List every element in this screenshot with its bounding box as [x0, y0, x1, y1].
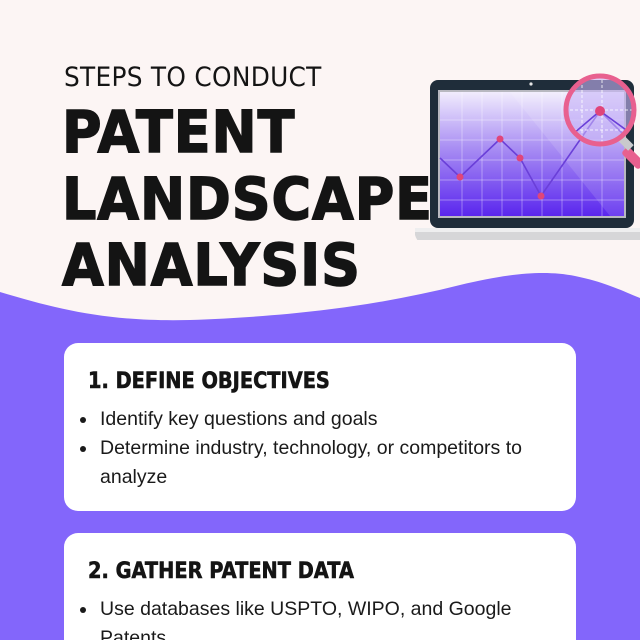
title-line-2: LANDSCAPE — [61, 165, 433, 233]
step-card-1: 1. DEFINE OBJECTIVES Identify key questi… — [64, 343, 576, 511]
bullet-dot-icon — [80, 417, 86, 423]
step-title: 1. DEFINE OBJECTIVES — [88, 369, 330, 395]
laptop-chart-illustration — [415, 73, 640, 240]
bullet-item: Use databases like USPTO, WIPO, and Goog… — [78, 595, 548, 640]
step-bullet-list: Identify key questions and goals Determi… — [78, 405, 548, 492]
step-bullet-list: Use databases like USPTO, WIPO, and Goog… — [78, 595, 548, 640]
title-line-1: PATENT — [61, 98, 296, 166]
bullet-item: Determine industry, technology, or compe… — [78, 434, 548, 492]
step-card-2: 2. GATHER PATENT DATA Use databases like… — [64, 533, 576, 640]
title-line-3: ANALYSIS — [61, 231, 361, 299]
step-title: 2. GATHER PATENT DATA — [88, 559, 354, 585]
subtitle: STEPS TO CONDUCT — [64, 62, 322, 93]
bullet-dot-icon — [80, 446, 86, 452]
bullet-dot-icon — [80, 607, 86, 613]
bullet-item: Identify key questions and goals — [78, 405, 548, 434]
magnifier-icon — [563, 73, 640, 169]
